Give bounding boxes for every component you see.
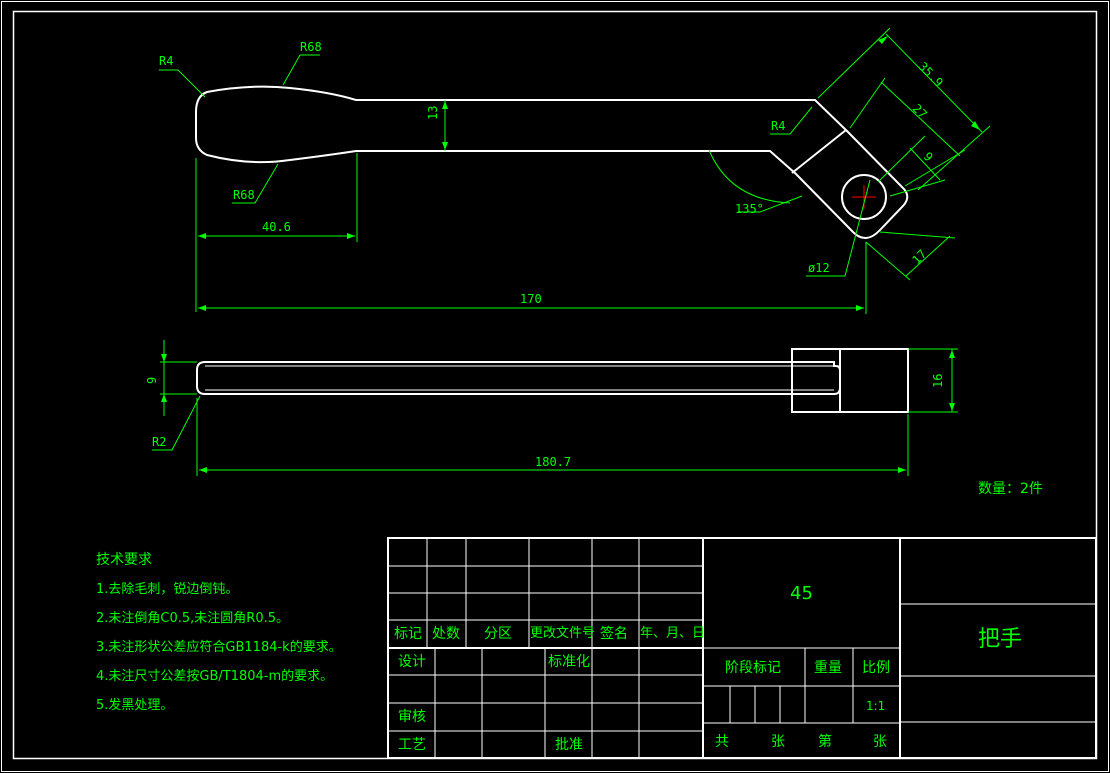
scale-label: 比例 xyxy=(862,660,890,676)
pad-edge-line xyxy=(791,129,847,174)
sheet-no-label: 第 xyxy=(818,734,832,750)
dim-length-180-7: 180.7 xyxy=(535,455,572,469)
tech-requirements-title: 技术要求 xyxy=(96,552,152,568)
sheets-total-unit: 张 xyxy=(771,734,785,750)
stage-mark-label: 阶段标记 xyxy=(725,660,781,676)
sheets-total-label: 共 xyxy=(715,734,729,750)
front-view xyxy=(195,85,909,239)
quantity-note: 数量：2件 xyxy=(978,481,1043,497)
side-arrowheads xyxy=(161,350,955,473)
part-name: 把手 xyxy=(978,627,1023,652)
tech-requirement-item: 3.未注形状公差应符合GB1184-k的要求。 xyxy=(96,640,342,655)
dim-hole-diameter: ø12 xyxy=(808,261,830,275)
header-mark: 标记 xyxy=(394,626,422,642)
side-view xyxy=(196,348,909,413)
design-label: 设计 xyxy=(398,654,426,670)
dim-r68-bottom: R68 xyxy=(233,188,255,202)
header-change-doc: 更改文件号 xyxy=(530,626,596,641)
scale-value: 1:1 xyxy=(866,699,886,713)
title-block-grid xyxy=(388,538,1096,758)
header-signature: 签名 xyxy=(600,626,628,642)
standardization-label: 标准化 xyxy=(548,654,590,670)
hole-centerlines xyxy=(852,185,876,209)
sheet-no-unit: 张 xyxy=(873,734,887,750)
front-dimension-lines xyxy=(159,27,991,314)
tech-requirement-item: 1.去除毛刺，锐边倒钝。 xyxy=(96,582,239,597)
tech-requirement-item: 5.发黑处理。 xyxy=(96,698,174,713)
review-label: 审核 xyxy=(398,709,426,725)
process-label: 工艺 xyxy=(398,737,426,753)
header-count: 处数 xyxy=(432,626,460,642)
tech-requirement-item: 2.未注倒角C0.5,未注圆角R0.5。 xyxy=(96,611,289,626)
dim-side-16: 16 xyxy=(931,373,945,388)
dim-thickness-13: 13 xyxy=(426,105,440,120)
dim-side-9: 9 xyxy=(145,376,159,384)
header-date: 年、月、日 xyxy=(640,626,706,641)
dim-angle-135: 135° xyxy=(735,202,764,216)
approve-label: 批准 xyxy=(555,737,583,753)
front-arrowheads xyxy=(198,36,980,311)
dim-r68-top: R68 xyxy=(300,40,322,54)
material-value: 45 xyxy=(790,583,813,604)
dim-r4-left: R4 xyxy=(159,54,174,68)
dim-r4-right: R4 xyxy=(771,119,786,133)
tech-requirement-item: 4.未注尺寸公差按GB/T1804-m的要求。 xyxy=(96,669,334,684)
dim-length-170: 170 xyxy=(520,292,542,306)
hole-circle xyxy=(841,174,887,220)
side-dimension-lines xyxy=(152,340,958,476)
weight-label: 重量 xyxy=(814,660,842,676)
dim-length-40-6: 40.6 xyxy=(262,220,291,234)
handle-outline xyxy=(195,85,909,239)
dim-side-r2: R2 xyxy=(152,435,167,449)
pad-block xyxy=(791,348,909,413)
bar-outline xyxy=(196,361,841,395)
header-zone: 分区 xyxy=(484,626,512,642)
